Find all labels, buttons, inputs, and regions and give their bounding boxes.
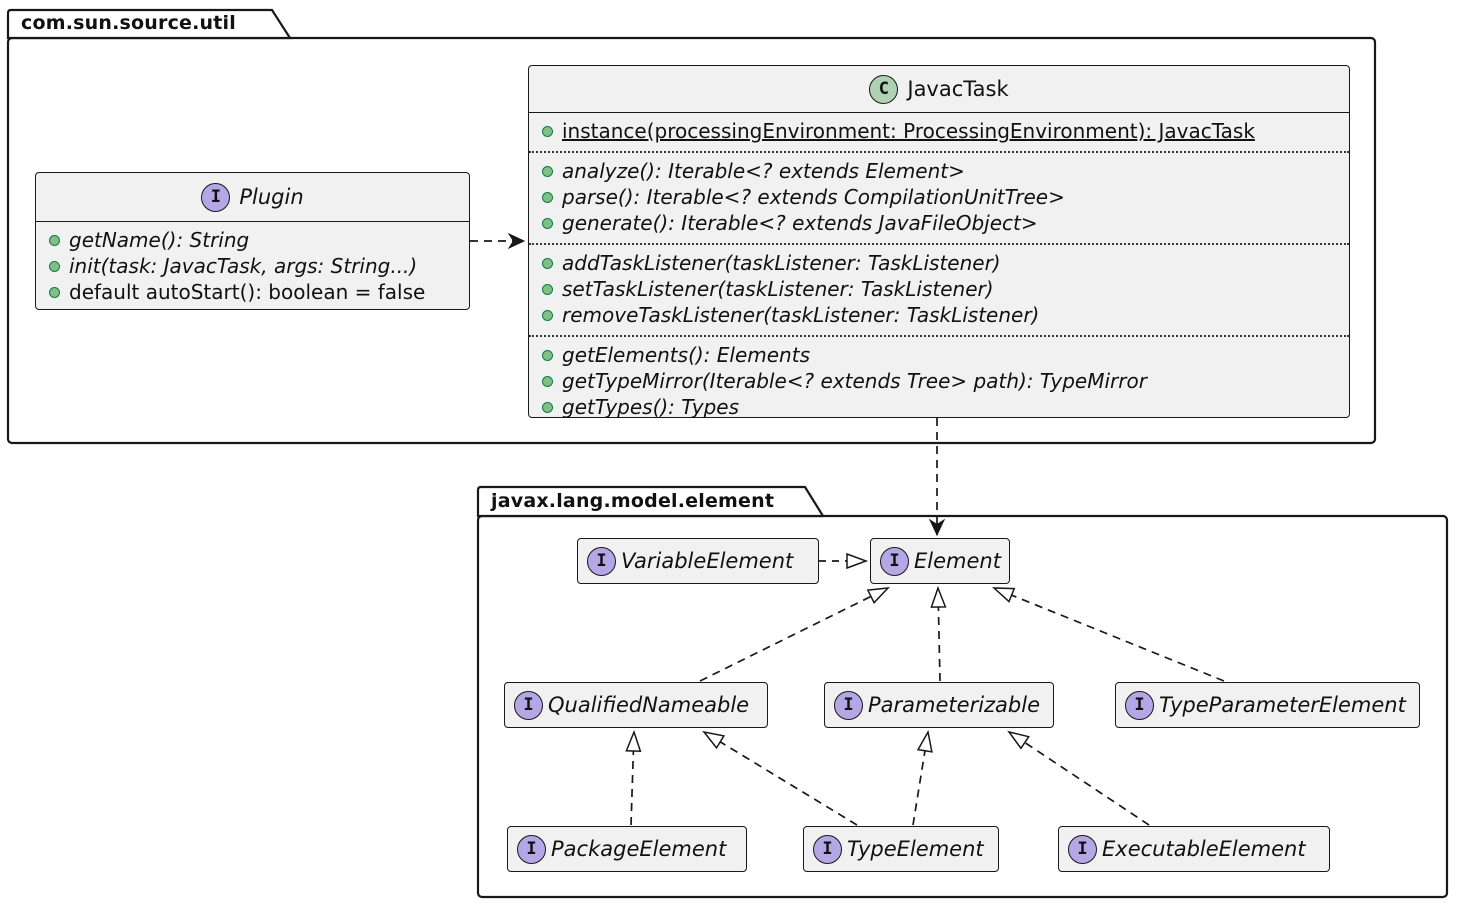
method-label: removeTaskListener(taskListener: TaskLis… (562, 303, 1040, 327)
arrow-typeelement-to-parameterizable (912, 729, 933, 826)
public-method-bullet-icon (49, 234, 60, 246)
javactask-static-section: instance(processingEnvironment: Processi… (529, 113, 1349, 151)
plugin-header: I Plugin (36, 173, 469, 222)
class-name: Parameterizable (868, 693, 1041, 717)
method-label: setTaskListener(taskListener: TaskListen… (562, 277, 994, 301)
public-method-bullet-icon (542, 309, 553, 321)
method-row: getTypes(): Types (529, 394, 1349, 420)
interface-icon: I (1068, 834, 1097, 864)
arrow-typeparameterelement-to-element (991, 587, 1225, 682)
arrow-packageelement-to-qualifiednameable (625, 729, 642, 826)
class-name: JavacTask (907, 77, 1009, 101)
arrow-typeelement-to-qualifiednameable (702, 730, 858, 826)
method-row: getTypeMirror(Iterable<? extends Tree> p… (529, 368, 1349, 394)
interface-icon: I (517, 834, 546, 864)
interface-box-executableelement: I ExecutableElement (1058, 826, 1330, 872)
method-row: addTaskListener(taskListener: TaskListen… (529, 250, 1349, 276)
method-label: addTaskListener(taskListener: TaskListen… (562, 251, 1001, 275)
method-row: parse(): Iterable<? extends CompilationU… (529, 184, 1349, 210)
method-label: default autoStart(): boolean = false (69, 280, 426, 304)
interface-icon: I (834, 690, 863, 720)
method-label: getTypes(): Types (562, 395, 740, 419)
interface-icon: I (880, 546, 909, 576)
javactask-analysis-section: analyze(): Iterable<? extends Element> p… (529, 151, 1349, 243)
method-row: getElements(): Elements (529, 342, 1349, 368)
interface-icon: I (587, 546, 616, 576)
public-method-bullet-icon (542, 125, 553, 137)
interface-box-qualifiednameable: I QualifiedNameable (504, 682, 768, 728)
class-icon: C (869, 74, 899, 104)
interface-box-variableelement: I VariableElement (577, 538, 819, 584)
javactask-listener-section: addTaskListener(taskListener: TaskListen… (529, 243, 1349, 335)
public-method-bullet-icon (542, 165, 553, 177)
method-row: generate(): Iterable<? extends JavaFileO… (529, 210, 1349, 236)
class-name: TypeElement (847, 837, 984, 861)
method-row: removeTaskListener(taskListener: TaskLis… (529, 302, 1349, 328)
method-label: getTypeMirror(Iterable<? extends Tree> p… (562, 369, 1147, 393)
method-row: init(task: JavacTask, args: String...) (36, 253, 469, 279)
public-method-bullet-icon (542, 257, 553, 269)
public-method-bullet-icon (542, 401, 553, 413)
method-row: setTaskListener(taskListener: TaskListen… (529, 276, 1349, 302)
interface-icon: I (813, 834, 842, 864)
public-method-bullet-icon (542, 191, 553, 203)
interface-icon: I (201, 182, 231, 212)
method-row: getName(): String (36, 227, 469, 253)
public-method-bullet-icon (49, 260, 60, 272)
class-name: ExecutableElement (1102, 837, 1306, 861)
class-name: QualifiedNameable (548, 693, 750, 717)
package-frame-javax-lang-model-element (476, 485, 1449, 899)
class-name: TypeParameterElement (1159, 693, 1406, 717)
method-label: getElements(): Elements (562, 343, 810, 367)
interface-box-element: I Element (870, 538, 1010, 584)
arrow-qualifiednameable-to-element (699, 587, 890, 682)
method-label: parse(): Iterable<? extends CompilationU… (562, 185, 1065, 209)
public-method-bullet-icon (542, 375, 553, 387)
method-label: getName(): String (69, 228, 250, 252)
public-method-bullet-icon (542, 349, 553, 361)
plugin-members: getName(): String init(task: JavacTask, … (36, 222, 469, 312)
method-row: analyze(): Iterable<? extends Element> (529, 158, 1349, 184)
class-name: VariableElement (621, 549, 794, 573)
arrow-parameterizable-to-element (930, 585, 947, 682)
arrow-executableelement-to-parameterizable (1007, 730, 1150, 826)
interface-box-plugin: I Plugin getName(): String init(task: Ja… (35, 172, 470, 310)
interface-icon: I (514, 690, 543, 720)
class-name: PackageElement (551, 837, 727, 861)
javactask-header: C JavacTask (529, 66, 1349, 113)
interface-box-typeparameterelement: I TypeParameterElement (1115, 682, 1420, 728)
package-title-javax-lang-model-element: javax.lang.model.element (491, 490, 775, 512)
public-method-bullet-icon (542, 283, 553, 295)
method-label: generate(): Iterable<? extends JavaFileO… (562, 211, 1038, 235)
public-method-bullet-icon (49, 286, 60, 298)
package-frame-com-sun-source-util (6, 8, 1377, 445)
interface-box-packageelement: I PackageElement (507, 826, 747, 872)
interface-box-typeelement: I TypeElement (803, 826, 999, 872)
method-row: instance(processingEnvironment: Processi… (529, 118, 1349, 144)
javactask-utility-section: getElements(): Elements getTypeMirror(It… (529, 335, 1349, 427)
method-row: default autoStart(): boolean = false (36, 279, 469, 305)
public-method-bullet-icon (542, 217, 553, 229)
interface-icon: I (1125, 690, 1154, 720)
package-title-com-sun-source-util: com.sun.source.util (21, 12, 236, 34)
method-label: init(task: JavacTask, args: String...) (69, 254, 418, 278)
class-name: Element (914, 549, 1001, 573)
method-label: analyze(): Iterable<? extends Element> (562, 159, 965, 183)
method-label: instance(processingEnvironment: Processi… (562, 119, 1255, 143)
class-box-javactask: C JavacTask instance(processingEnvironme… (528, 65, 1350, 419)
interface-box-parameterizable: I Parameterizable (824, 682, 1054, 728)
class-name: Plugin (239, 185, 304, 209)
